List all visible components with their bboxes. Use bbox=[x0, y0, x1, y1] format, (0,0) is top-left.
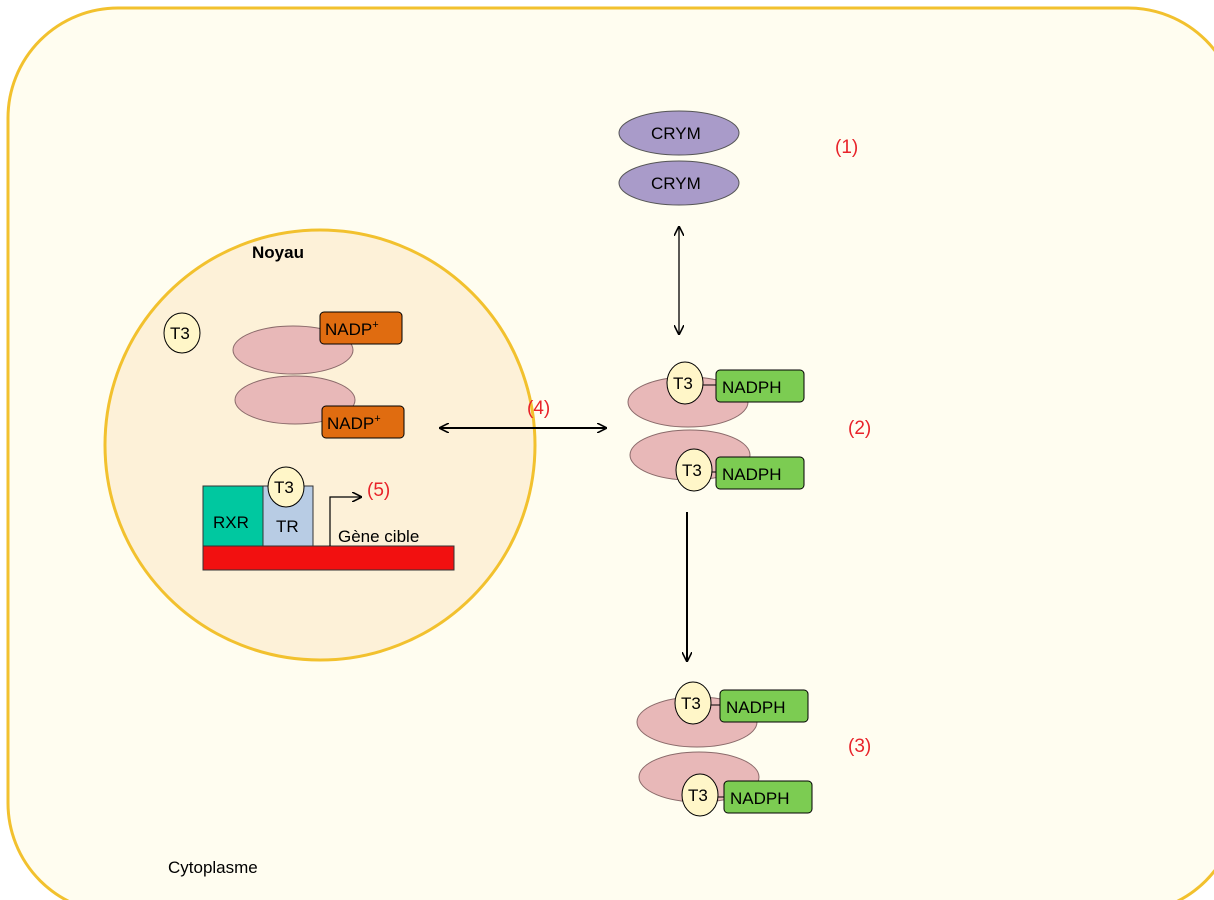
svg-text:NADPH: NADPH bbox=[722, 465, 782, 484]
rxr-label: RXR bbox=[213, 513, 249, 532]
svg-text:T3: T3 bbox=[682, 461, 702, 480]
step-3-label: (3) bbox=[848, 736, 871, 757]
svg-text:T3: T3 bbox=[274, 478, 294, 497]
complex-3-t3-bottom: T3 bbox=[681, 773, 719, 817]
svg-text:T3: T3 bbox=[170, 324, 190, 343]
svg-text:CRYM: CRYM bbox=[651, 174, 701, 193]
transcription-complex: RXR TR T3 (5) Gène cible bbox=[202, 466, 455, 571]
complex-2-nadph-bottom: NADPH bbox=[715, 456, 805, 490]
nadp-plus-box-bottom: NADP+ bbox=[321, 405, 405, 439]
complex-3-nadph-bottom: NADPH bbox=[723, 780, 813, 814]
step-5-label: (5) bbox=[367, 480, 390, 501]
dna-strand bbox=[202, 545, 455, 571]
complex-2-t3-top: T3 bbox=[666, 361, 704, 405]
complex-2-t3-bottom: T3 bbox=[675, 448, 713, 492]
crym-dimer: CRYM CRYM bbox=[618, 110, 740, 206]
svg-text:T3: T3 bbox=[681, 694, 701, 713]
free-t3: T3 bbox=[163, 312, 201, 354]
nadp-plus-box-top: NADP+ bbox=[319, 311, 403, 345]
svg-text:T3: T3 bbox=[688, 786, 708, 805]
step-2-label: (2) bbox=[848, 418, 871, 439]
target-gene-label: Gène cible bbox=[338, 527, 419, 546]
tr-label: TR bbox=[276, 517, 299, 536]
complex-3: T3 NADPH T3 NADPH bbox=[636, 681, 813, 817]
step-4-label: (4) bbox=[527, 398, 550, 419]
complex-3-nadph-top: NADPH bbox=[719, 689, 809, 723]
nucleus-label: Noyau bbox=[252, 243, 304, 262]
svg-text:CRYM: CRYM bbox=[651, 124, 701, 143]
cytoplasm-label: Cytoplasme bbox=[168, 858, 258, 877]
complex-2: T3 NADPH T3 NADPH bbox=[627, 361, 805, 492]
nuclear-crym-dimer: NADP+ NADP+ bbox=[232, 311, 405, 439]
svg-text:NADP+: NADP+ bbox=[327, 413, 381, 433]
rxr-receptor bbox=[202, 485, 264, 547]
t3-bound-receptor: T3 bbox=[267, 466, 305, 508]
svg-text:NADPH: NADPH bbox=[726, 698, 786, 717]
complex-2-nadph-top: NADPH bbox=[715, 369, 805, 403]
complex-3-t3-top: T3 bbox=[674, 681, 712, 725]
transcription-arrow bbox=[329, 497, 360, 546]
step-1-label: (1) bbox=[835, 137, 858, 158]
svg-text:NADPH: NADPH bbox=[730, 789, 790, 808]
svg-text:T3: T3 bbox=[673, 374, 693, 393]
nucleus-membrane bbox=[103, 228, 537, 662]
svg-text:NADPH: NADPH bbox=[722, 378, 782, 397]
svg-text:NADP+: NADP+ bbox=[325, 319, 379, 339]
